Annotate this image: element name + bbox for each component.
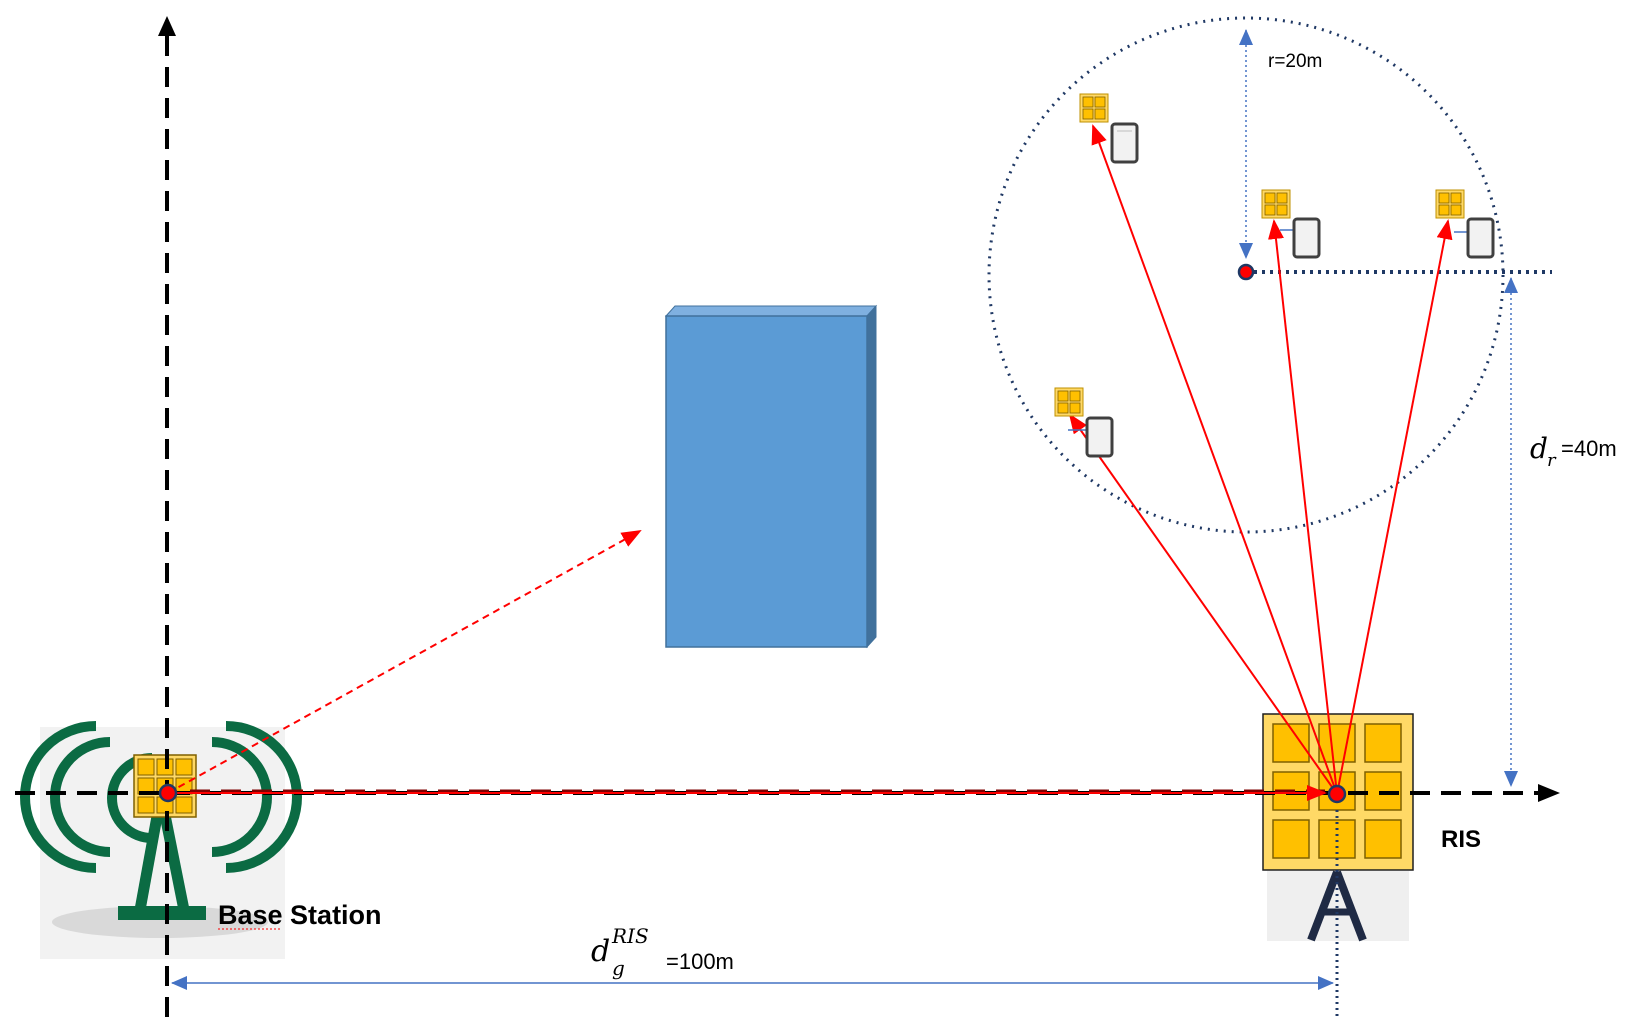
svg-text:g: g bbox=[612, 956, 625, 980]
phone-icon bbox=[1292, 217, 1321, 259]
svg-text:=40m: =40m bbox=[1561, 436, 1617, 461]
base-station-antenna-point bbox=[158, 783, 178, 803]
user-1 bbox=[1079, 93, 1139, 164]
reflect-to-user-4 bbox=[1068, 413, 1338, 795]
y-axis-arrowhead bbox=[158, 16, 176, 36]
circle-center-point bbox=[1237, 263, 1255, 281]
phone-icon bbox=[1110, 122, 1139, 164]
blocked-signal bbox=[167, 530, 642, 794]
svg-text:d: d bbox=[591, 934, 610, 969]
svg-text:r: r bbox=[1547, 450, 1557, 471]
reflect-to-user-1 bbox=[1091, 124, 1338, 795]
obstacle-building bbox=[664, 304, 878, 649]
radius-label: r=20m bbox=[1268, 51, 1322, 72]
reflect-to-user-3 bbox=[1336, 219, 1453, 795]
user-ris-icon bbox=[1435, 189, 1465, 219]
user-4 bbox=[1054, 387, 1114, 458]
user-area-circle bbox=[987, 16, 1505, 534]
user-3 bbox=[1435, 189, 1495, 259]
ris-reflection-point bbox=[1327, 784, 1347, 804]
svg-text:=100m: =100m bbox=[666, 949, 734, 974]
ris-label: RIS bbox=[1441, 826, 1481, 853]
svg-text:d: d bbox=[1530, 432, 1548, 465]
base-station-label: Base Station bbox=[218, 900, 382, 930]
user-ris-icon bbox=[1079, 93, 1109, 123]
reflect-to-user-2 bbox=[1268, 219, 1338, 795]
user-2 bbox=[1261, 189, 1321, 259]
svg-text:RIS: RIS bbox=[611, 924, 649, 948]
phone-icon bbox=[1085, 416, 1114, 458]
reflected-signals bbox=[1068, 124, 1453, 795]
dr-label: d r =40m bbox=[1530, 432, 1617, 471]
dg-label: d RIS g =100m bbox=[591, 924, 734, 980]
user-ris-icon bbox=[1261, 189, 1291, 219]
user-ris-icon bbox=[1054, 387, 1084, 417]
x-axis-arrowhead bbox=[1538, 784, 1560, 802]
phone-icon bbox=[1466, 217, 1495, 259]
